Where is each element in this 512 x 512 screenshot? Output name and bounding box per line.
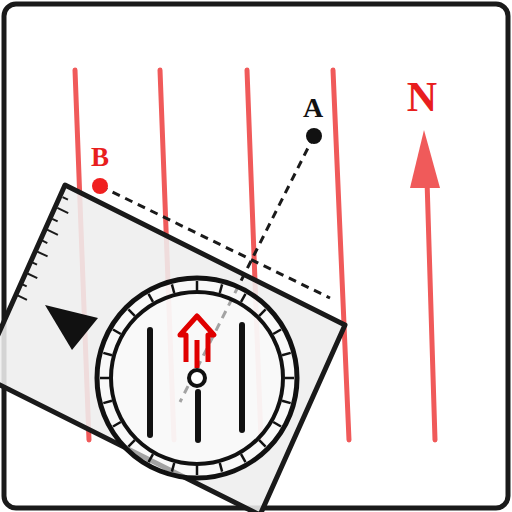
- bezel-tick: [220, 463, 222, 472]
- bezel-ticks: [100, 281, 294, 475]
- ruler-tick: [21, 284, 26, 287]
- bezel-tick: [259, 440, 265, 446]
- point-label: A: [303, 94, 323, 122]
- ruler-tick: [26, 273, 37, 278]
- bezel-tick: [149, 454, 154, 462]
- bezel-tick: [196, 281, 199, 290]
- ruler-ticks: [16, 197, 68, 300]
- bezel-tick: [103, 401, 112, 403]
- ruler-tick: [32, 262, 37, 265]
- bezel-tick: [282, 401, 291, 403]
- bezel-tick: [241, 294, 246, 302]
- ruler-tick: [47, 230, 58, 235]
- ruler-tick: [57, 208, 68, 213]
- bezel-tick: [273, 422, 281, 427]
- direction-triangle: [45, 305, 98, 350]
- ruler-tick: [37, 251, 48, 256]
- bezel-tick: [172, 284, 174, 293]
- bezel-tick: [259, 309, 265, 315]
- bezel-tick: [113, 422, 121, 427]
- ruler-tick: [52, 219, 57, 222]
- north-label: N: [407, 76, 437, 118]
- ruler-tick: [63, 197, 68, 200]
- bezel-tick: [149, 294, 154, 302]
- compass-housing: [111, 292, 283, 464]
- point-b: [92, 178, 108, 194]
- ruler-tick: [16, 295, 27, 300]
- bezel-tick: [103, 353, 112, 355]
- orienting-lines: [150, 325, 242, 440]
- bezel-tick: [100, 377, 109, 380]
- bezel-tick: [196, 466, 199, 475]
- bezel-tick: [273, 330, 281, 335]
- bezel-tick: [241, 454, 246, 462]
- bezel-tick: [172, 463, 174, 472]
- ruler-tick: [42, 240, 47, 243]
- baseplate: [0, 185, 345, 512]
- point-label: B: [91, 144, 109, 171]
- bezel-tick: [285, 377, 294, 380]
- pivot: [189, 370, 205, 386]
- bezel-tick: [220, 284, 222, 293]
- needle: [195, 340, 200, 368]
- point-a: [306, 128, 322, 144]
- bezel-tick: [128, 309, 134, 315]
- north-arrow: [410, 130, 440, 440]
- bezel-tick: [128, 440, 134, 446]
- bezel-tick: [113, 330, 121, 335]
- bezel-tick: [282, 353, 291, 355]
- compass-bezel: [97, 278, 297, 478]
